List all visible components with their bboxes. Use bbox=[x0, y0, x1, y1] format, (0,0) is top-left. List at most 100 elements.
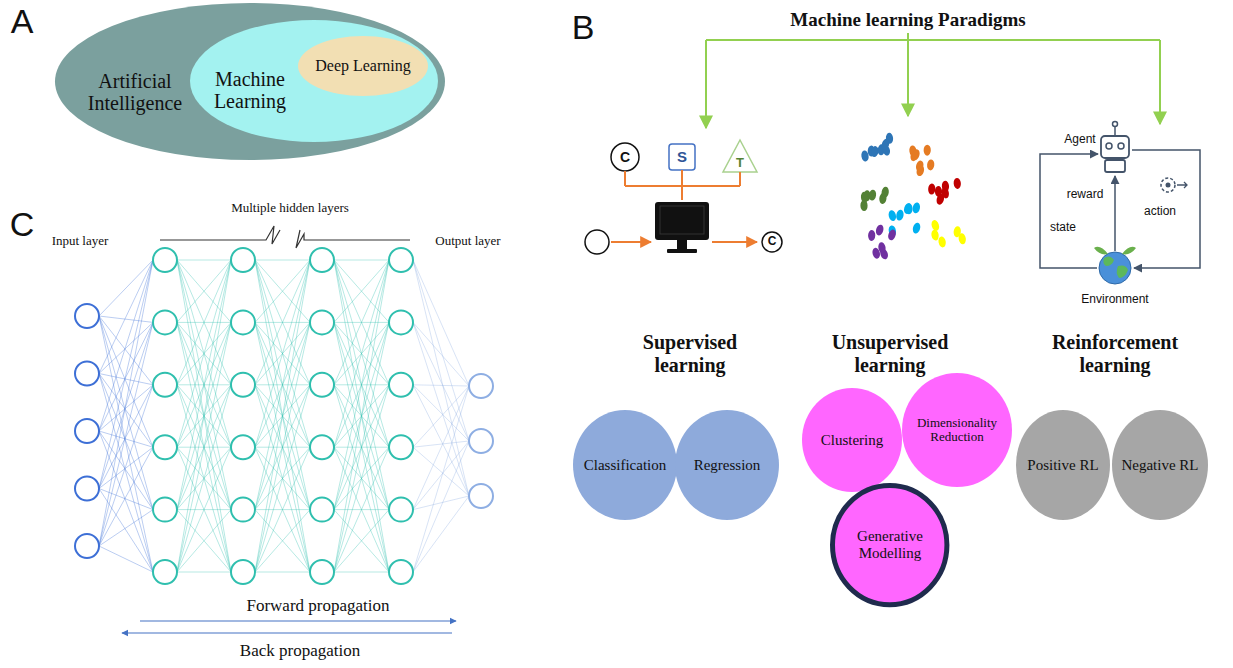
network-weight bbox=[334, 260, 389, 261]
class-letter: C bbox=[620, 149, 630, 165]
network-weight bbox=[413, 447, 469, 496]
data-point bbox=[911, 148, 921, 161]
neuron bbox=[75, 362, 99, 386]
network-weight bbox=[255, 447, 310, 572]
panel-letter: C bbox=[10, 205, 35, 244]
task-oval: Classification bbox=[573, 410, 677, 520]
network-weight bbox=[413, 322, 469, 441]
network-weight bbox=[177, 260, 231, 322]
network-weight bbox=[99, 431, 153, 510]
oval-shape bbox=[298, 36, 428, 96]
data-point bbox=[928, 183, 936, 194]
task-oval: Dimensionality Reduction bbox=[902, 373, 1012, 487]
neuron bbox=[75, 534, 99, 558]
data-point bbox=[953, 178, 961, 190]
neuron bbox=[310, 248, 334, 272]
network-weight bbox=[177, 260, 231, 572]
propagation-caption: Back propagation bbox=[240, 641, 360, 661]
data-point bbox=[887, 229, 897, 242]
network-weight bbox=[334, 260, 389, 572]
action-icon bbox=[1177, 182, 1187, 188]
data-point bbox=[895, 209, 904, 221]
network-weight bbox=[99, 316, 153, 572]
network-weight bbox=[177, 385, 231, 572]
supervised-illustration bbox=[585, 140, 782, 254]
network-weight bbox=[334, 260, 389, 322]
state-loop bbox=[1040, 154, 1098, 268]
network-weight bbox=[413, 386, 469, 447]
robot-head bbox=[1101, 136, 1129, 158]
oval-shape bbox=[902, 373, 1012, 487]
network-connections bbox=[99, 260, 469, 572]
network-weight bbox=[99, 546, 153, 572]
paradigm-heading: Reinforcement learning bbox=[1035, 331, 1195, 377]
class-circle bbox=[611, 143, 639, 171]
input-arrow bbox=[611, 241, 651, 243]
network-weight bbox=[255, 260, 310, 447]
network-weight bbox=[334, 260, 389, 385]
node-text: Deep Learning bbox=[315, 57, 411, 75]
oval-shape bbox=[675, 410, 779, 520]
data-point bbox=[868, 189, 877, 201]
network-weight bbox=[177, 447, 231, 572]
network-weight bbox=[99, 385, 153, 546]
network-weight bbox=[99, 374, 153, 510]
ai-ellipse: Artificial IntelligenceMachine LearningD… bbox=[55, 3, 445, 160]
panel-letter: A bbox=[11, 2, 34, 41]
data-point bbox=[875, 224, 885, 237]
computer-base bbox=[667, 249, 697, 253]
network-weight bbox=[255, 260, 310, 385]
neuron bbox=[75, 419, 99, 443]
network-weight bbox=[255, 260, 310, 322]
class-square bbox=[669, 144, 695, 170]
bracket-bar bbox=[706, 39, 1160, 41]
forward-arrow bbox=[140, 620, 456, 621]
neuron bbox=[389, 310, 413, 334]
data-point bbox=[938, 236, 947, 248]
action-icon bbox=[1166, 183, 1171, 188]
input-sample bbox=[585, 230, 609, 254]
data-point bbox=[878, 242, 887, 254]
network-weight bbox=[413, 385, 469, 386]
class-letter: C bbox=[768, 235, 777, 249]
data-point bbox=[888, 209, 898, 221]
data-point bbox=[880, 138, 890, 151]
task-oval: Regression bbox=[675, 410, 779, 520]
network-weight bbox=[99, 260, 153, 489]
action-icon bbox=[1161, 178, 1175, 192]
network-weight bbox=[334, 260, 389, 385]
rl-label: Environment bbox=[1081, 293, 1148, 307]
robot-body bbox=[1105, 160, 1125, 172]
network-weight bbox=[99, 322, 153, 546]
network-weight bbox=[177, 260, 231, 572]
neuron bbox=[231, 435, 255, 459]
bracket-stem bbox=[907, 33, 909, 40]
neuron bbox=[310, 560, 334, 584]
paradigm-arrow bbox=[907, 40, 909, 116]
robot-eye bbox=[1106, 143, 1112, 149]
rl-label: Agent bbox=[1064, 133, 1095, 147]
neuron bbox=[153, 310, 177, 334]
network-weight bbox=[334, 385, 389, 572]
data-point bbox=[930, 229, 939, 241]
paradigm-arrow bbox=[705, 40, 707, 128]
data-point bbox=[953, 226, 962, 238]
network-weight bbox=[413, 441, 469, 510]
network-weight bbox=[255, 260, 310, 385]
rl-label: action bbox=[1144, 205, 1176, 219]
data-point bbox=[903, 202, 913, 215]
neuron bbox=[231, 373, 255, 397]
paradigm-heading: Unsupervised learning bbox=[810, 331, 970, 377]
network-weight bbox=[99, 447, 153, 546]
neuron bbox=[469, 429, 493, 453]
network-weight bbox=[177, 260, 231, 447]
neuron bbox=[75, 477, 99, 501]
node-text: Artificial Intelligence bbox=[80, 70, 190, 114]
network-weight bbox=[255, 385, 310, 572]
network-weight bbox=[177, 260, 231, 385]
data-point bbox=[881, 186, 890, 198]
network-weight bbox=[255, 322, 310, 572]
data-point bbox=[912, 222, 922, 235]
network-weight bbox=[177, 322, 231, 572]
data-point bbox=[868, 230, 876, 241]
